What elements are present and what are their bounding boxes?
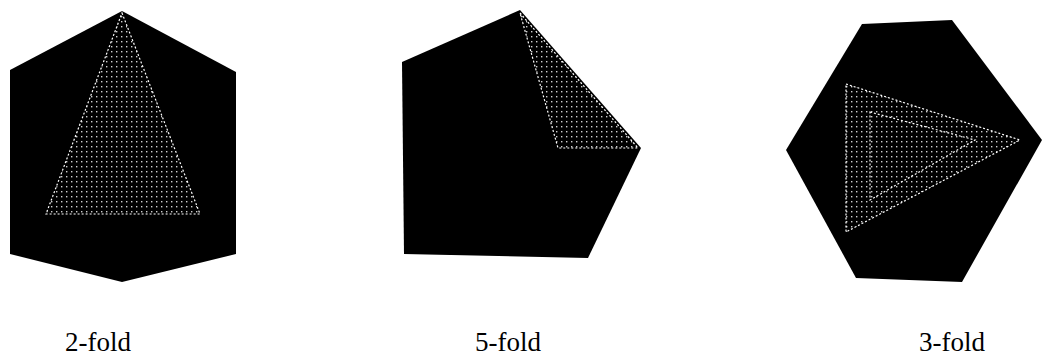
icosahedron-outline xyxy=(10,11,236,282)
view-label: 3-fold xyxy=(919,327,985,358)
highlighted-face xyxy=(520,13,638,148)
view-label: 2-fold xyxy=(65,327,131,358)
inner-triangle xyxy=(870,112,975,200)
highlighted-face xyxy=(46,13,200,214)
icosahedron-2fold xyxy=(10,11,236,282)
icosahedron-outline xyxy=(786,20,1042,282)
view-label: 5-fold xyxy=(475,327,541,358)
highlighted-face xyxy=(846,84,1020,232)
icosahedron-3fold xyxy=(786,20,1042,282)
icosahedron-outline xyxy=(402,10,641,258)
icosahedron-5fold xyxy=(402,10,641,258)
